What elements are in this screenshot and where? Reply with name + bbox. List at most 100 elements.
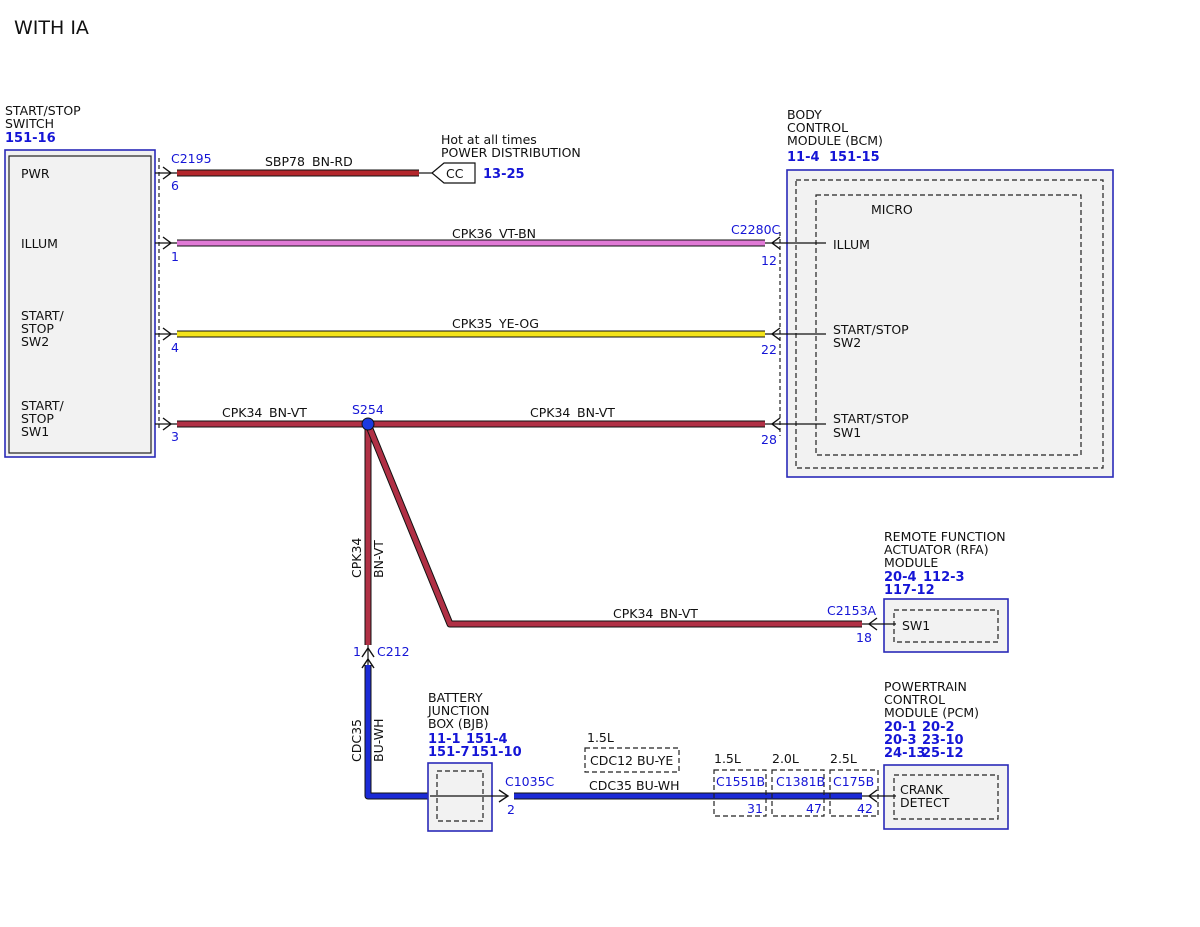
- wire-cdc35[interactable]: CDC35 BU-WH CDC35 BU-WH: [349, 665, 862, 800]
- body-control-module[interactable]: BODY CONTROL MODULE (BCM) 11-4 151-15 MI…: [779, 107, 1114, 478]
- pcm-ref-3b[interactable]: 25-12: [922, 746, 964, 761]
- start-stop-switch[interactable]: START/STOP SWITCH 151-16 PWR ILLUM START…: [4, 103, 160, 458]
- bcm-pin-sw2-line1: START/STOP: [833, 322, 909, 337]
- sw1-circuit-right: CPK34: [530, 405, 570, 420]
- vertical-color-code: BN-VT: [371, 540, 386, 578]
- bcm-pin-sw2-line2: SW2: [833, 335, 861, 350]
- pcm-conn-2-pin: 47: [806, 801, 822, 816]
- bjb-out-arrow: [498, 789, 510, 803]
- power-cc-terminal: [431, 162, 476, 184]
- switch-name-line1: START/STOP: [5, 103, 81, 118]
- power-color-code: BN-RD: [312, 154, 353, 169]
- alt-circuit-cdc12: 1.5L CDC12 BU-YE: [584, 730, 680, 773]
- sw1-color-left: BN-VT: [269, 405, 307, 420]
- power-connector: C2195: [171, 151, 212, 166]
- bcm-name-line1: BODY: [787, 107, 822, 122]
- switch-arrow-sw1: [155, 417, 177, 431]
- rfa-name-line2: ACTUATOR (RFA): [884, 542, 989, 557]
- pcm-connector-variants[interactable]: 1.5L 2.0L 2.5L C1551B C1381B C175B 31 47…: [713, 751, 879, 817]
- switch-arrow-pwr: [155, 166, 177, 180]
- cdc-horizontal-circuit: CDC35: [589, 778, 632, 793]
- illum-connector: C2280C: [731, 222, 781, 237]
- bcm-micro-box: [815, 194, 1082, 456]
- power-note-line2: POWER DISTRIBUTION: [441, 145, 581, 160]
- switch-ref[interactable]: 151-16: [5, 131, 56, 146]
- pcm-conn-1-label: C1551B: [716, 774, 765, 789]
- sw2-circuit: CPK35: [452, 316, 492, 331]
- rfa-wire-color-code: BN-VT: [660, 606, 698, 621]
- switch-pin-sw2-line3: SW2: [21, 334, 49, 349]
- switch-pin-sw2-line1: START/: [21, 308, 65, 323]
- sw2-pin-left: 4: [171, 340, 179, 355]
- switch-pin-sw1-line3: SW1: [21, 424, 49, 439]
- pcm-ref-2b[interactable]: 23-10: [922, 733, 964, 748]
- bcm-arrow-sw2: [765, 327, 826, 341]
- switch-pin-illum: ILLUM: [21, 236, 58, 251]
- pcm-conn-1-pin: 31: [747, 801, 763, 816]
- bjb-name-line1: BATTERY: [428, 690, 483, 705]
- alt-circuit-label: CDC12 BU-YE: [590, 753, 673, 768]
- switch-name-line2: SWITCH: [5, 116, 54, 131]
- c212-label: C212: [377, 644, 410, 659]
- pcm-conn-2-engine: 2.0L: [772, 751, 799, 766]
- pcm-conn-3-pin: 42: [857, 801, 873, 816]
- rfa-name-line3: MODULE: [884, 555, 938, 570]
- switch-pin-sw1-line2: STOP: [21, 411, 54, 426]
- switch-pin-sw2-line2: STOP: [21, 321, 54, 336]
- sw1-color-right: BN-VT: [577, 405, 615, 420]
- bjb-out-connector: C1035C: [505, 774, 555, 789]
- pcm-name-line2: CONTROL: [884, 692, 945, 707]
- powertrain-control-module[interactable]: POWERTRAIN CONTROL MODULE (PCM) 20-1 20-…: [883, 679, 1009, 830]
- sw2-color-code: YE-OG: [498, 316, 539, 331]
- bjb-ref-1[interactable]: 11-1: [428, 732, 461, 747]
- pcm-ref-3a[interactable]: 24-13: [884, 746, 926, 761]
- alt-circuit-box: [584, 747, 680, 773]
- wire-cpk34[interactable]: 3 CPK34 BN-VT S254 CPK34 BN-VT 28 CPK34 …: [171, 402, 877, 645]
- bcm-arrow-sw1: [765, 417, 826, 431]
- rfa-ref-3[interactable]: 117-12: [884, 583, 935, 598]
- bcm-ref-2[interactable]: 151-15: [829, 150, 880, 165]
- bcm-pin-sw1-line1: START/STOP: [833, 411, 909, 426]
- pcm-conn-3-label: C175B: [833, 774, 874, 789]
- bcm-name-line2: CONTROL: [787, 120, 848, 135]
- alt-engine: 1.5L: [587, 730, 614, 745]
- rfa-arrow: [862, 617, 896, 631]
- bjb-ref-4[interactable]: 151-10: [471, 745, 522, 760]
- wire-cpk34-rfa-fill: [365, 423, 862, 627]
- wire-sbp78[interactable]: C2195 6 SBP78 BN-RD Hot at all times POW…: [171, 132, 581, 193]
- bcm-dashed-box: [795, 179, 1104, 469]
- bcm-arrow-illum: [765, 236, 826, 250]
- page-title: WITH IA: [14, 17, 89, 39]
- c212-pin: 1: [353, 644, 361, 659]
- pcm-conn-3-box: [829, 769, 879, 817]
- pcm-conn-1-engine: 1.5L: [714, 751, 741, 766]
- bcm-ref-1[interactable]: 11-4: [787, 150, 820, 165]
- pcm-ref-1b[interactable]: 20-2: [922, 720, 955, 735]
- switch-arrow-sw2: [155, 327, 177, 341]
- rfa-ref-1[interactable]: 20-4: [884, 570, 917, 585]
- illum-color-code: VT-BN: [499, 226, 536, 241]
- wire-cpk35[interactable]: 4 CPK35 YE-OG 22: [171, 316, 777, 357]
- bjb-ref-2[interactable]: 151-4: [466, 732, 508, 747]
- pcm-ref-2a[interactable]: 20-3: [884, 733, 917, 748]
- rfa-ref-2[interactable]: 112-3: [923, 570, 965, 585]
- pcm-conn-2-box: [771, 769, 825, 817]
- rfa-wire-circuit: CPK34: [613, 606, 653, 621]
- switch-pin-sw1-line1: START/: [21, 398, 65, 413]
- bcm-pin-illum: ILLUM: [833, 237, 870, 252]
- pcm-conn-2-label: C1381B: [776, 774, 825, 789]
- pcm-ref-1a[interactable]: 20-1: [884, 720, 917, 735]
- sw1-circuit-left: CPK34: [222, 405, 262, 420]
- wire-cdc35-v-fill: [365, 665, 430, 799]
- battery-junction-box[interactable]: BATTERY JUNCTION BOX (BJB) 11-1 151-4 15…: [427, 690, 555, 832]
- wire-cpk36[interactable]: 1 CPK36 VT-BN C2280C 12: [171, 222, 781, 268]
- power-ref[interactable]: 13-25: [483, 167, 525, 182]
- switch-arrow-illum: [155, 236, 177, 250]
- connector-c212[interactable]: 1 C212: [353, 644, 410, 669]
- splice-s254-label: S254: [352, 402, 384, 417]
- remote-function-actuator-module[interactable]: REMOTE FUNCTION ACTUATOR (RFA) MODULE 20…: [883, 529, 1009, 653]
- bjb-ref-3[interactable]: 151-7: [428, 745, 470, 760]
- cdc-horizontal-color-code: BU-WH: [636, 778, 680, 793]
- bcm-pin-sw1-line2: SW1: [833, 425, 861, 440]
